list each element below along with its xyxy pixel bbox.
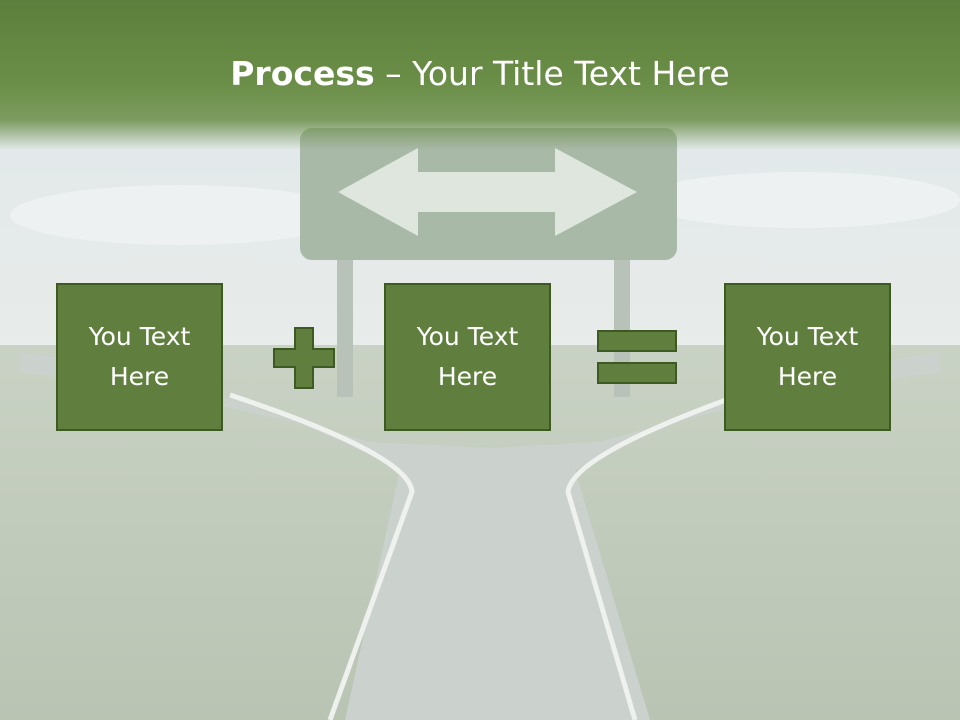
title-band (0, 0, 960, 150)
process-box-3: You Text Here (724, 283, 891, 431)
road-edge-line (229, 392, 415, 720)
road (20, 352, 940, 720)
process-box-2: You Text Here (384, 283, 551, 431)
equals-icon (597, 330, 677, 384)
sign-post (337, 252, 353, 397)
box-label: You Text Here (756, 322, 859, 391)
title-bold: Process (230, 54, 375, 93)
road-edge-line (565, 392, 741, 720)
box-label: You Text Here (416, 322, 519, 391)
cloud (10, 185, 350, 245)
double-arrow-icon (338, 148, 637, 236)
plus-icon (273, 327, 335, 389)
cloud (640, 172, 960, 228)
slide-title: Process – Your Title Text Here (0, 52, 960, 96)
box-label: You Text Here (88, 322, 191, 391)
title-rest: – Your Title Text Here (374, 54, 730, 93)
sign-post (614, 252, 630, 397)
process-box-1: You Text Here (56, 283, 223, 431)
